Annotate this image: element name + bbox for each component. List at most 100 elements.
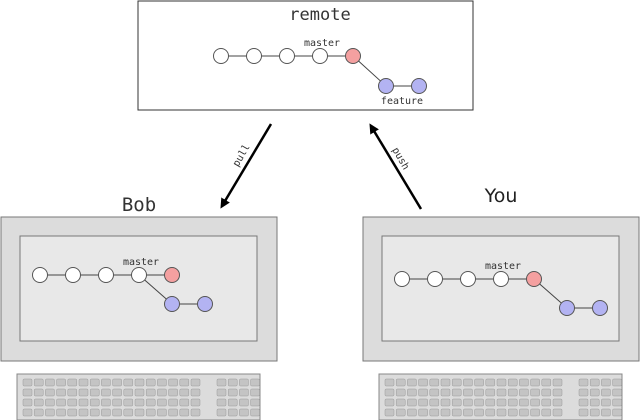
you-name: You [484,185,518,207]
keyboard-key [485,408,496,417]
keyboard-key [56,378,66,387]
keyboard-key [541,398,552,407]
keyboard-key [179,408,190,417]
keyboard-key [56,398,66,407]
bob-commit-1 [32,267,48,283]
keyboard-key [519,398,529,407]
keyboard-key [179,388,190,397]
keyboard-key [552,378,563,387]
keyboard-key [45,398,55,407]
keyboard-key [552,398,563,407]
keyboard-key [429,388,440,397]
push-label: push [389,146,411,172]
keyboard-key [168,378,178,387]
keyboard-key [541,408,552,417]
keyboard-key [123,398,134,407]
keyboard-key [145,408,156,417]
keyboard-key [112,388,122,397]
keyboard-key [578,398,589,407]
keyboard-key [612,398,622,407]
keyboard-key [134,408,145,417]
keyboard-key [190,378,201,387]
keyboard-key [496,398,507,407]
keyboard-key [145,388,156,397]
remote-master-label: master [304,38,340,49]
keyboard-key [227,388,238,397]
bob-name: Bob [122,194,156,216]
keyboard-key [429,408,440,417]
keyboard-key [168,388,178,397]
keyboard-key [56,388,66,397]
keyboard-key [89,388,100,397]
remote-commit-2 [246,48,262,64]
bob-commit-4 [131,267,147,283]
keyboard-key [578,378,589,387]
bob-commit-3 [98,267,114,283]
keyboard-key [101,378,111,387]
keyboard-key [474,388,484,397]
keyboard-key [418,388,428,397]
bob-keyboard [16,373,261,420]
keyboard-key [578,388,589,397]
bob-computer: Bob master [0,194,278,420]
push-arrow: push [369,123,423,210]
keyboard-key [239,408,249,417]
keyboard-key [463,408,473,417]
keyboard-key [451,408,462,417]
keyboard-key [418,408,428,417]
keyboard-key [67,378,78,387]
bob-commit-feature-2 [197,296,213,312]
you-keyboard [378,373,623,420]
keyboard-key [418,378,428,387]
remote-commit-master-head [345,48,361,64]
keyboard-key [601,408,611,417]
keyboard-key [157,398,167,407]
keyboard-key [216,388,227,397]
keyboard-key [22,398,33,407]
keyboard-key [250,388,260,397]
remote-title: remote [289,5,350,25]
keyboard-key [78,408,89,417]
keyboard-key [89,398,100,407]
remote-commit-3 [279,48,295,64]
you-commit-4 [493,271,509,287]
keyboard-key [507,388,518,397]
keyboard-key [612,388,622,397]
keyboard-key [134,398,145,407]
keyboard-key [407,408,417,417]
keyboard-key [507,408,518,417]
keyboard-key [541,388,552,397]
keyboard-key [429,398,440,407]
keyboard-key [250,408,260,417]
keyboard-key [190,398,201,407]
keyboard-key [112,408,122,417]
keyboard-key [601,398,611,407]
keyboard-key [612,378,622,387]
you-commit-3 [460,271,476,287]
bob-master-label: master [123,257,159,268]
keyboard-key [227,378,238,387]
keyboard-key [250,398,260,407]
pull-label: pull [231,143,253,169]
keyboard-key [384,408,395,417]
keyboard-key [384,398,395,407]
keyboard-key [541,378,552,387]
keyboard-key [474,398,484,407]
keyboard-key [101,388,111,397]
keyboard-key [485,388,496,397]
remote-commit-feature-1 [378,78,394,94]
keyboard-key [474,378,484,387]
keyboard-key [33,378,44,387]
you-master-label: master [485,261,521,272]
keyboard-key [216,378,227,387]
keyboard-key [56,408,66,417]
keyboard-key [145,378,156,387]
you-commit-feature-2 [592,300,608,316]
keyboard-key [134,388,145,397]
you-commit-master-head [526,271,542,287]
keyboard-key [485,378,496,387]
keyboard-key [45,408,55,417]
remote-commit-feature-2 [411,78,427,94]
keyboard-key [33,388,44,397]
